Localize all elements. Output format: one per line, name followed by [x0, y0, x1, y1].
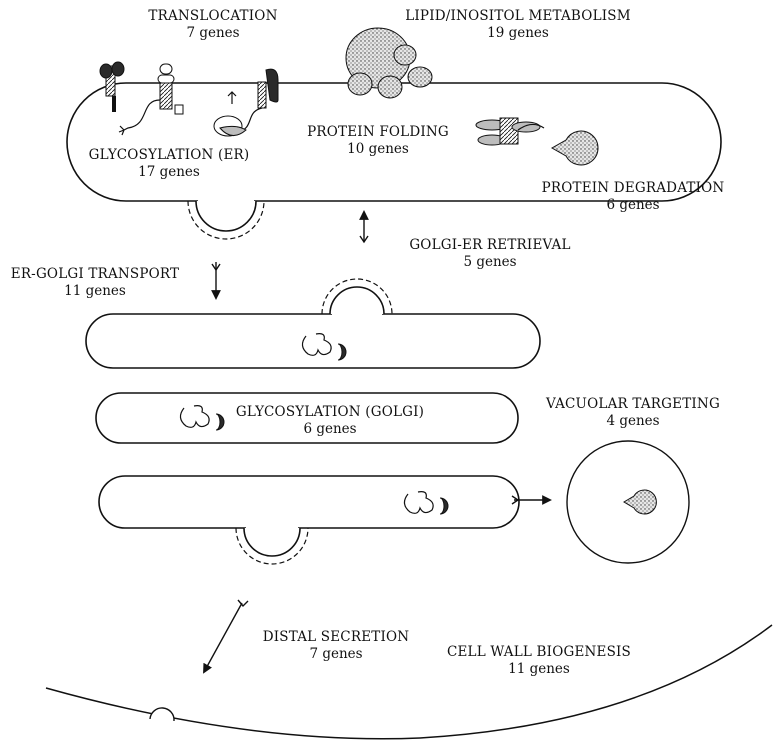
- glycosylation-er-title: GLYCOSYLATION (ER): [89, 147, 250, 163]
- golgi-budding-vesicle: [236, 526, 308, 564]
- glycosylation-golgi-count: 6 genes: [303, 421, 356, 437]
- vacuolar-targeting-title: VACUOLAR TARGETING: [545, 396, 720, 412]
- golgi-cisterna-3: [99, 476, 519, 528]
- cell-wall-biogenesis-title: CELL WALL BIOGENESIS: [447, 644, 631, 660]
- er-golgi-transport-title: ER-GOLGI TRANSPORT: [11, 266, 179, 282]
- er-budding-vesicle: [188, 199, 264, 239]
- distal-secretion-arrow-tail: [238, 600, 248, 606]
- golgi-er-retrieval-count: 5 genes: [463, 254, 516, 270]
- glycosylation-er-count: 17 genes: [138, 164, 200, 180]
- cell-wall-biogenesis-count: 11 genes: [508, 661, 570, 677]
- label-golgi-er-retrieval: GOLGI-ER RETRIEVAL 5 genes: [409, 237, 570, 270]
- vacuole: [567, 441, 689, 563]
- protein-folding-title: PROTEIN FOLDING: [307, 124, 449, 140]
- label-lipid-inositol-metabolism: LIPID/INOSITOL METABOLISM 19 genes: [405, 8, 631, 41]
- lipid-inositol-metabolism-title: LIPID/INOSITOL METABOLISM: [405, 8, 631, 24]
- label-translocation: TRANSLOCATION 7 genes: [148, 8, 277, 41]
- glycosylation-golgi-title: GLYCOSYLATION (GOLGI): [236, 404, 424, 420]
- translocation-count: 7 genes: [186, 25, 239, 41]
- protein-degradation-count: 6 genes: [606, 197, 659, 213]
- distal-secretion-arrow: [204, 603, 242, 672]
- protein-degradation-title: PROTEIN DEGRADATION: [542, 180, 725, 196]
- golgi-cisterna-1: [86, 314, 540, 368]
- distal-secretion-title: DISTAL SECRETION: [263, 629, 410, 645]
- label-distal-secretion: DISTAL SECRETION 7 genes: [263, 629, 410, 662]
- er-golgi-transport-count: 11 genes: [64, 283, 126, 299]
- golgi-budding-vesicle: [322, 279, 392, 316]
- lipid-inositol-metabolism-count: 19 genes: [487, 25, 549, 41]
- label-er-golgi-transport: ER-GOLGI TRANSPORT 11 genes: [11, 266, 179, 299]
- translocation-title: TRANSLOCATION: [148, 8, 277, 24]
- label-cell-wall-biogenesis: CELL WALL BIOGENESIS 11 genes: [447, 644, 631, 677]
- golgi-er-retrieval-title: GOLGI-ER RETRIEVAL: [409, 237, 570, 253]
- label-vacuolar-targeting: VACUOLAR TARGETING 4 genes: [545, 396, 720, 429]
- protein-folding-count: 10 genes: [347, 141, 409, 157]
- distal-secretion-count: 7 genes: [309, 646, 362, 662]
- vacuolar-targeting-count: 4 genes: [606, 413, 659, 429]
